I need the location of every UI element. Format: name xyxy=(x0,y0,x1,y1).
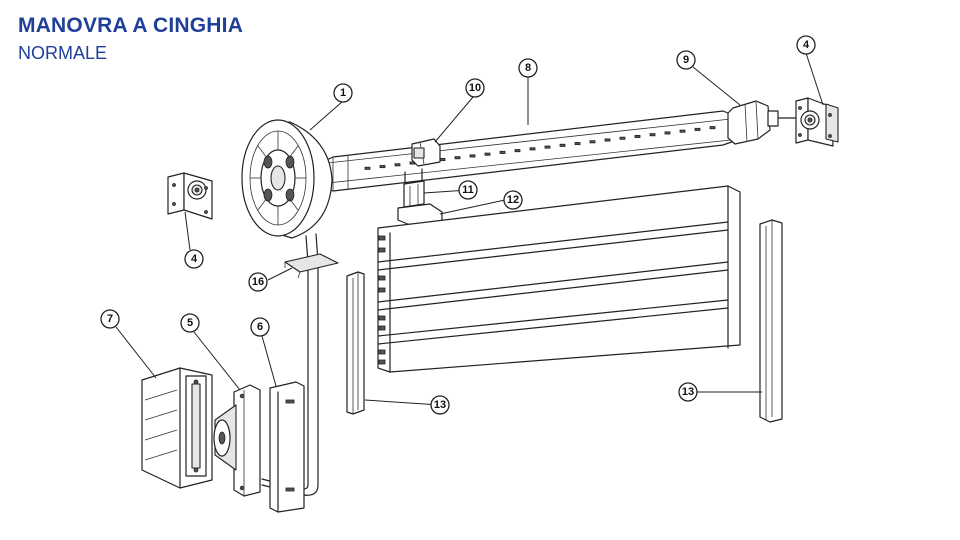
callout-12-label: 12 xyxy=(507,194,519,206)
callout-10: 10 xyxy=(465,78,485,98)
callout-7-label: 7 xyxy=(107,313,113,325)
hanging-straps xyxy=(397,168,443,226)
belt-guide xyxy=(284,253,339,279)
tube-slot xyxy=(679,129,686,133)
slat-end-notch xyxy=(378,359,386,365)
tube-slot xyxy=(589,140,596,144)
slat-end-notch xyxy=(378,325,386,331)
callout-4-right-label: 4 xyxy=(803,39,810,51)
callout-1-label: 1 xyxy=(340,87,346,99)
diagram-title: MANOVRA A CINGHIA xyxy=(18,14,244,37)
tube-slot xyxy=(649,133,656,137)
slat-end-notch xyxy=(378,349,386,355)
callout-1: 1 xyxy=(333,83,353,103)
tube-slot xyxy=(379,165,386,169)
support-bracket-right xyxy=(795,97,839,147)
shutter-slats xyxy=(377,185,741,373)
tube-slot xyxy=(694,127,701,131)
callout-9-label: 9 xyxy=(683,54,689,66)
tube-slot xyxy=(499,150,506,154)
tube-slot xyxy=(454,156,461,160)
tube-slot xyxy=(619,136,626,140)
callout-16-label: 16 xyxy=(252,276,264,288)
tube-slot xyxy=(364,166,371,170)
callout-11-label: 11 xyxy=(462,184,474,196)
callout-8: 8 xyxy=(518,58,538,78)
callout-8-label: 8 xyxy=(525,62,531,74)
callout-11: 11 xyxy=(458,180,478,200)
belt-pulley xyxy=(241,119,333,239)
callout-6-label: 6 xyxy=(257,321,263,333)
callout-7: 7 xyxy=(100,309,120,329)
support-bracket-left xyxy=(167,172,213,220)
callout-10-label: 10 xyxy=(469,82,481,94)
tube-slot xyxy=(559,143,566,147)
belt-box-cover xyxy=(141,367,213,489)
callout-4-right: 4 xyxy=(796,35,816,55)
roller-tube xyxy=(317,110,741,192)
slat-end-notch xyxy=(378,235,386,241)
callout-16: 16 xyxy=(248,272,268,292)
slat-end-notch xyxy=(378,275,386,281)
tube-slot xyxy=(514,149,521,153)
tube-slot xyxy=(469,154,476,158)
slat-end-notch xyxy=(378,247,386,253)
side-guide-right xyxy=(759,219,783,423)
callout-4-left-label: 4 xyxy=(191,253,198,265)
tube-slot xyxy=(394,163,401,167)
callout-4-left: 4 xyxy=(184,249,204,269)
tube-slot xyxy=(439,157,446,161)
tube-slot xyxy=(529,147,536,151)
tube-slot xyxy=(664,131,671,135)
belt-winder xyxy=(213,384,261,497)
callout-9: 9 xyxy=(676,50,696,70)
callout-13-left-label: 13 xyxy=(434,399,446,411)
tube-slot xyxy=(604,138,611,142)
callout-5-label: 5 xyxy=(187,317,193,329)
callout-5: 5 xyxy=(180,313,200,333)
leader-lines xyxy=(115,52,824,406)
diagram-subtitle: NORMALE xyxy=(18,43,108,63)
tube-slot xyxy=(574,142,581,146)
tube-slot xyxy=(484,152,491,156)
side-guide-left xyxy=(346,271,365,415)
tube-end-cap xyxy=(727,100,797,145)
slat-end-notch xyxy=(378,315,386,321)
tube-hook xyxy=(411,138,441,167)
front-plate xyxy=(269,381,305,513)
callout-13-right-label: 13 xyxy=(682,386,694,398)
callout-13-right: 13 xyxy=(678,382,698,402)
callout-13-left: 13 xyxy=(430,395,450,415)
tube-slot xyxy=(634,134,641,138)
tube-slot xyxy=(544,145,551,149)
callout-12: 12 xyxy=(503,190,523,210)
slat-end-notch xyxy=(378,287,386,293)
tube-slot xyxy=(709,126,716,130)
callout-6: 6 xyxy=(250,317,270,337)
